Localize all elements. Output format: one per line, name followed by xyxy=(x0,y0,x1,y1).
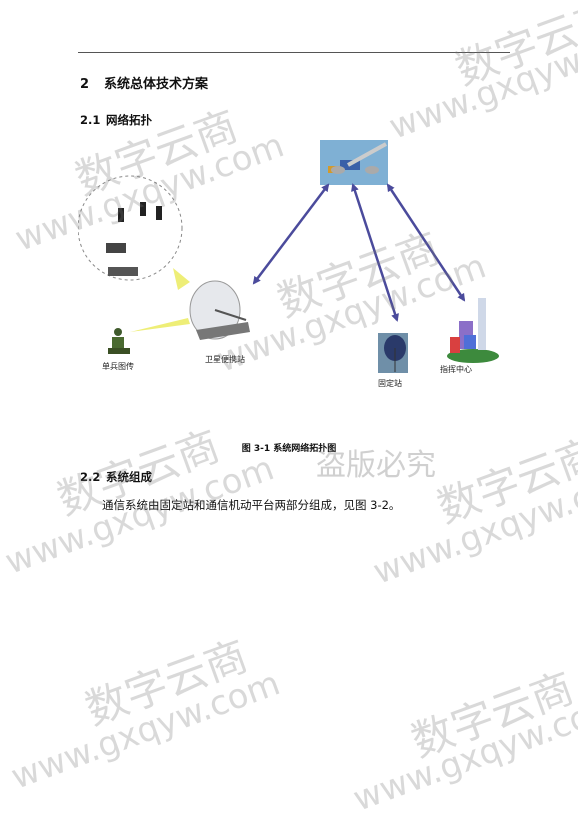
section-title: 系统总体技术方案 xyxy=(104,77,209,92)
fixed-station-icon xyxy=(378,333,408,373)
subsection-title: 系统组成 xyxy=(106,470,152,484)
link-arrow xyxy=(252,183,330,285)
section-number: 2 xyxy=(80,77,90,92)
watermark-seal: 盗版必究 xyxy=(316,448,436,483)
radio-base-icon xyxy=(108,267,138,276)
mobile-radio-icon xyxy=(106,243,126,253)
satellite-dish-station-icon xyxy=(189,280,250,340)
label-single-soldier: 单兵图传 xyxy=(102,361,134,371)
header-rule xyxy=(78,52,510,53)
section-heading: 2 系统总体技术方案 xyxy=(80,73,208,92)
command-center-icon xyxy=(447,298,499,363)
subsection-number: 2.1 xyxy=(80,113,101,127)
label-fixed-station: 固定站 xyxy=(378,378,402,388)
topology-diagram: 单兵图传 卫星便携站 固定站 指挥中心 xyxy=(78,140,499,388)
subsection-heading-network: 2.1 网络拓扑 xyxy=(80,112,152,128)
subsection-heading-composition: 2.2 系统组成 xyxy=(80,469,152,485)
subsection-title: 网络拓扑 xyxy=(106,113,152,127)
radio-icon xyxy=(156,206,162,220)
label-command-center: 指挥中心 xyxy=(440,364,472,374)
link-arrow xyxy=(386,183,466,302)
label-satellite-station: 卫星便携站 xyxy=(205,354,245,364)
soldier-icon xyxy=(108,328,130,354)
satellite-icon xyxy=(320,140,388,185)
subsection-number: 2.2 xyxy=(80,470,101,484)
wireless-link-beam xyxy=(173,268,190,290)
wireless-link-beam xyxy=(130,318,190,332)
composition-paragraph: 通信系统由固定站和通信机动平台两部分组成，见图 3-2。 xyxy=(102,498,401,512)
radio-icon xyxy=(118,208,124,222)
figure-caption: 图 3-1 系统网络拓扑图 xyxy=(241,444,337,454)
handheld-terminals-group xyxy=(78,175,183,281)
network-topology-figure: 单兵图传 卫星便携站 固定站 指挥中心 xyxy=(78,140,510,430)
radio-icon xyxy=(140,202,146,216)
